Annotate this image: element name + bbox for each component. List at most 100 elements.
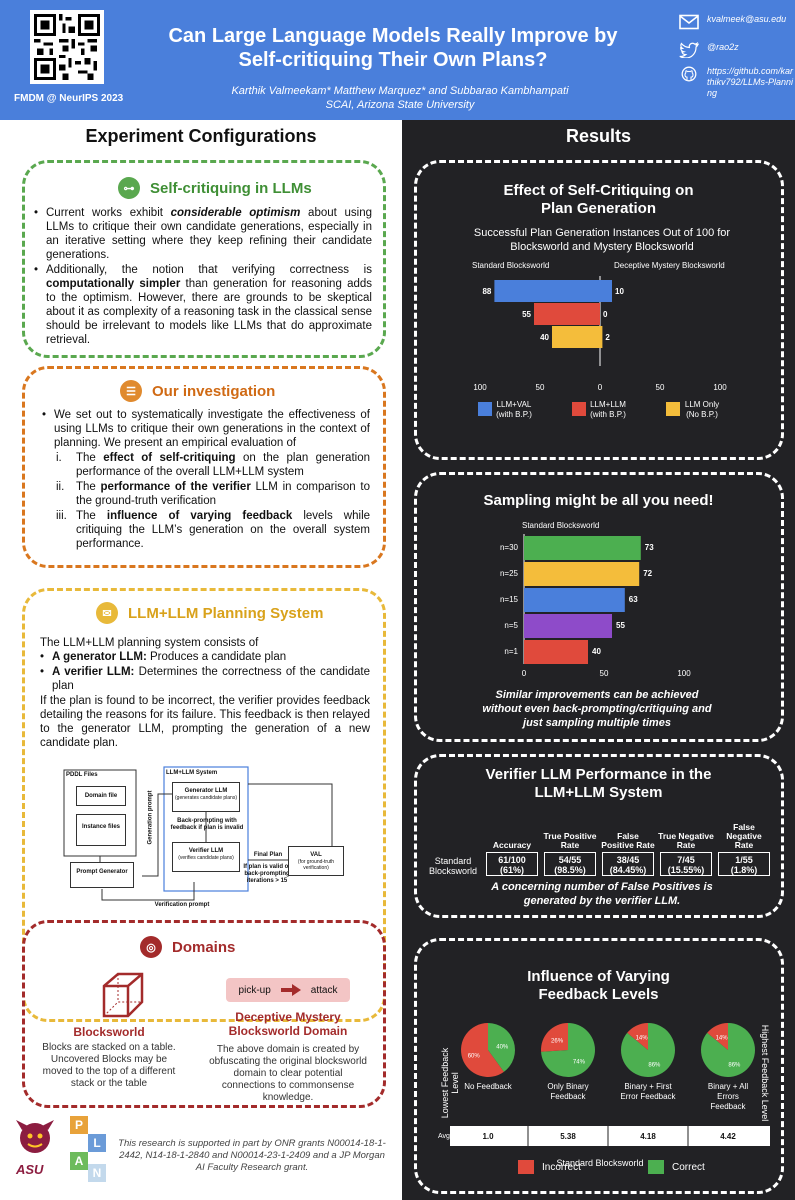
pie-label-correct: 86% bbox=[648, 1063, 661, 1069]
sampling-tick: 0 bbox=[522, 669, 527, 678]
sampling-bar bbox=[524, 562, 640, 586]
diagram-verification-prompt: Verification prompt bbox=[154, 902, 210, 908]
pie-category-label: Feedback bbox=[710, 1102, 746, 1111]
plan-block-a: A bbox=[70, 1152, 88, 1170]
asu-text: ASU bbox=[16, 1162, 44, 1177]
blocksworld-description: Blocks are stacked on a table. Uncovered… bbox=[42, 1042, 176, 1089]
title-line-1: Can Large Language Models Really Improve… bbox=[168, 25, 618, 47]
sampling-caption: Similar improvements can be achieved wit… bbox=[482, 689, 712, 729]
investigation-body: We set out to systematically investigate… bbox=[42, 408, 370, 552]
llm-system-intro: The LLM+LLM planning system consists of bbox=[40, 637, 259, 649]
left-column-title: Experiment Configurations bbox=[85, 126, 317, 146]
diagram-generator-sub: (generates candidate plans) bbox=[175, 795, 237, 801]
verifier-row-label: Standard Blocksworld bbox=[428, 856, 477, 876]
llm-system-body: The LLM+LLM planning system consists of … bbox=[40, 636, 370, 750]
email-icon bbox=[679, 14, 699, 30]
diagram-final-plan: Final Plan bbox=[253, 852, 283, 858]
plan-block-n: N bbox=[88, 1164, 106, 1182]
diagram-llm-system-label: LLM+LLM System bbox=[166, 770, 218, 776]
effect-value-left: 88 bbox=[482, 287, 491, 296]
legend-correct-label: Correct bbox=[672, 1162, 705, 1173]
domains-section bbox=[22, 920, 386, 1108]
contact-github[interactable]: https://github.com/karthikv792/LLMs-Plan… bbox=[679, 66, 795, 99]
sampling-bar bbox=[524, 614, 612, 638]
diagram-instance-files: Instance files bbox=[76, 814, 126, 846]
github-icon bbox=[681, 66, 697, 82]
architecture-diagram: PDDL Files Domain file Instance files Pr… bbox=[62, 764, 350, 914]
qr-code[interactable] bbox=[30, 10, 104, 84]
effect-tick: 100 bbox=[473, 383, 487, 392]
sampling-category: n=1 bbox=[504, 647, 518, 656]
twitter-handle: @rao2z bbox=[707, 42, 739, 52]
attack-label: attack bbox=[310, 984, 338, 996]
pie-label-correct: 74% bbox=[573, 1059, 586, 1065]
verifier-column-header: False Negative Rate bbox=[726, 822, 762, 850]
llm-system-paragraph: If the plan is found to be incorrect, th… bbox=[40, 695, 370, 749]
effect-subtitle: Successful Plan Generation Instances Out… bbox=[473, 227, 731, 253]
contact-email[interactable]: kvalmeek@asu.edu bbox=[679, 14, 795, 30]
self-critiquing-section bbox=[22, 160, 386, 358]
sampling-bar bbox=[524, 588, 625, 612]
effect-legend-swatch bbox=[666, 402, 680, 416]
pie-category-label: Errors bbox=[717, 1092, 739, 1101]
effect-heading: Effect of Self-Critiquing on Plan Genera… bbox=[503, 182, 694, 217]
steps-value: 1.0 bbox=[482, 1132, 494, 1141]
verifier-cell-pct: (1.8%) bbox=[730, 865, 758, 875]
funding-footer: This research is supported in part by ON… bbox=[118, 1138, 386, 1173]
effect-value-right: 2 bbox=[605, 333, 610, 342]
effect-panel-left: Standard Blocksworld bbox=[472, 261, 549, 270]
verifier-cell: 1/55(1.8%) bbox=[718, 852, 770, 876]
sampling-value: 55 bbox=[616, 621, 625, 630]
verifier-cell-value: 54/55 bbox=[558, 855, 582, 865]
asu-logo: ASU bbox=[10, 1116, 60, 1186]
contact-twitter[interactable]: @rao2z bbox=[679, 42, 795, 58]
investigation-heading: Our investigation bbox=[152, 382, 276, 400]
domain-mapping-badge: pick-up attack bbox=[226, 978, 350, 1002]
twitter-icon bbox=[679, 42, 699, 58]
investigation-item-2: ii.The performance of the verifier LLM i… bbox=[56, 481, 370, 507]
sampling-value: 73 bbox=[645, 543, 654, 552]
legend-incorrect-label: Incorrect bbox=[542, 1162, 581, 1173]
effect-value-right: 10 bbox=[615, 287, 624, 296]
investigation-item-3: iii.The influence of varying feedback le… bbox=[56, 510, 371, 550]
effect-bar-left bbox=[552, 326, 600, 348]
effect-value-left: 55 bbox=[522, 310, 531, 319]
verifier-column-header: False Positive Rate bbox=[601, 831, 655, 850]
sampling-category: n=25 bbox=[500, 569, 519, 578]
plan-logo: P L A N bbox=[66, 1116, 110, 1186]
blocksworld-title: Blocksworld bbox=[73, 1025, 145, 1039]
diagram-pddl-files: PDDL Files bbox=[66, 772, 98, 778]
steps-row bbox=[450, 1126, 770, 1146]
legend-incorrect-swatch bbox=[518, 1160, 534, 1174]
domains-heading-row: ◎ Domains bbox=[140, 936, 235, 958]
verifier-cell: 38/45(84.45%) bbox=[602, 852, 654, 876]
self-critiquing-bullet-1: Current works exhibit considerable optim… bbox=[34, 206, 372, 262]
asu-mascot-icon bbox=[16, 1120, 54, 1153]
verifier-column-header: True Negative Rate bbox=[658, 831, 714, 850]
verifier-cell-value: 38/45 bbox=[616, 855, 640, 865]
pie-slice-correct bbox=[488, 1023, 515, 1072]
steps-value: 4.42 bbox=[720, 1132, 736, 1141]
legend-correct-swatch bbox=[648, 1160, 664, 1174]
sampling-value: 72 bbox=[643, 569, 652, 578]
investigation-heading-row: ☰ Our investigation bbox=[120, 380, 275, 402]
diagram-final-condition: If plan is valid or back-prompting itera… bbox=[243, 864, 291, 884]
effect-legend-swatch bbox=[572, 402, 586, 416]
diagram-verifier-llm: Verifier LLM bbox=[188, 848, 224, 854]
feedback-pie-chart: Avg. B.P. Steps40%60%No Feedback1.074%26… bbox=[438, 1023, 770, 1146]
effect-bar-left bbox=[534, 303, 600, 325]
right-column-title: Results bbox=[565, 126, 632, 146]
diagram-val: VAL bbox=[310, 852, 322, 858]
effect-tick: 0 bbox=[598, 383, 603, 392]
effect-legend-sublabel: (with B.P.) bbox=[496, 410, 532, 419]
pie-category-label: Feedback bbox=[550, 1092, 586, 1101]
diagram-val-sub: (for ground-truth verification) bbox=[297, 859, 335, 871]
plan-block-l: L bbox=[88, 1134, 106, 1152]
pie-category-label: No Feedback bbox=[464, 1082, 513, 1091]
pie-label-incorrect: 14% bbox=[716, 1035, 729, 1041]
sampling-value: 63 bbox=[629, 595, 638, 604]
chat-icon: ✉ bbox=[96, 602, 118, 624]
pie-category-label: Binary + All bbox=[708, 1082, 748, 1091]
